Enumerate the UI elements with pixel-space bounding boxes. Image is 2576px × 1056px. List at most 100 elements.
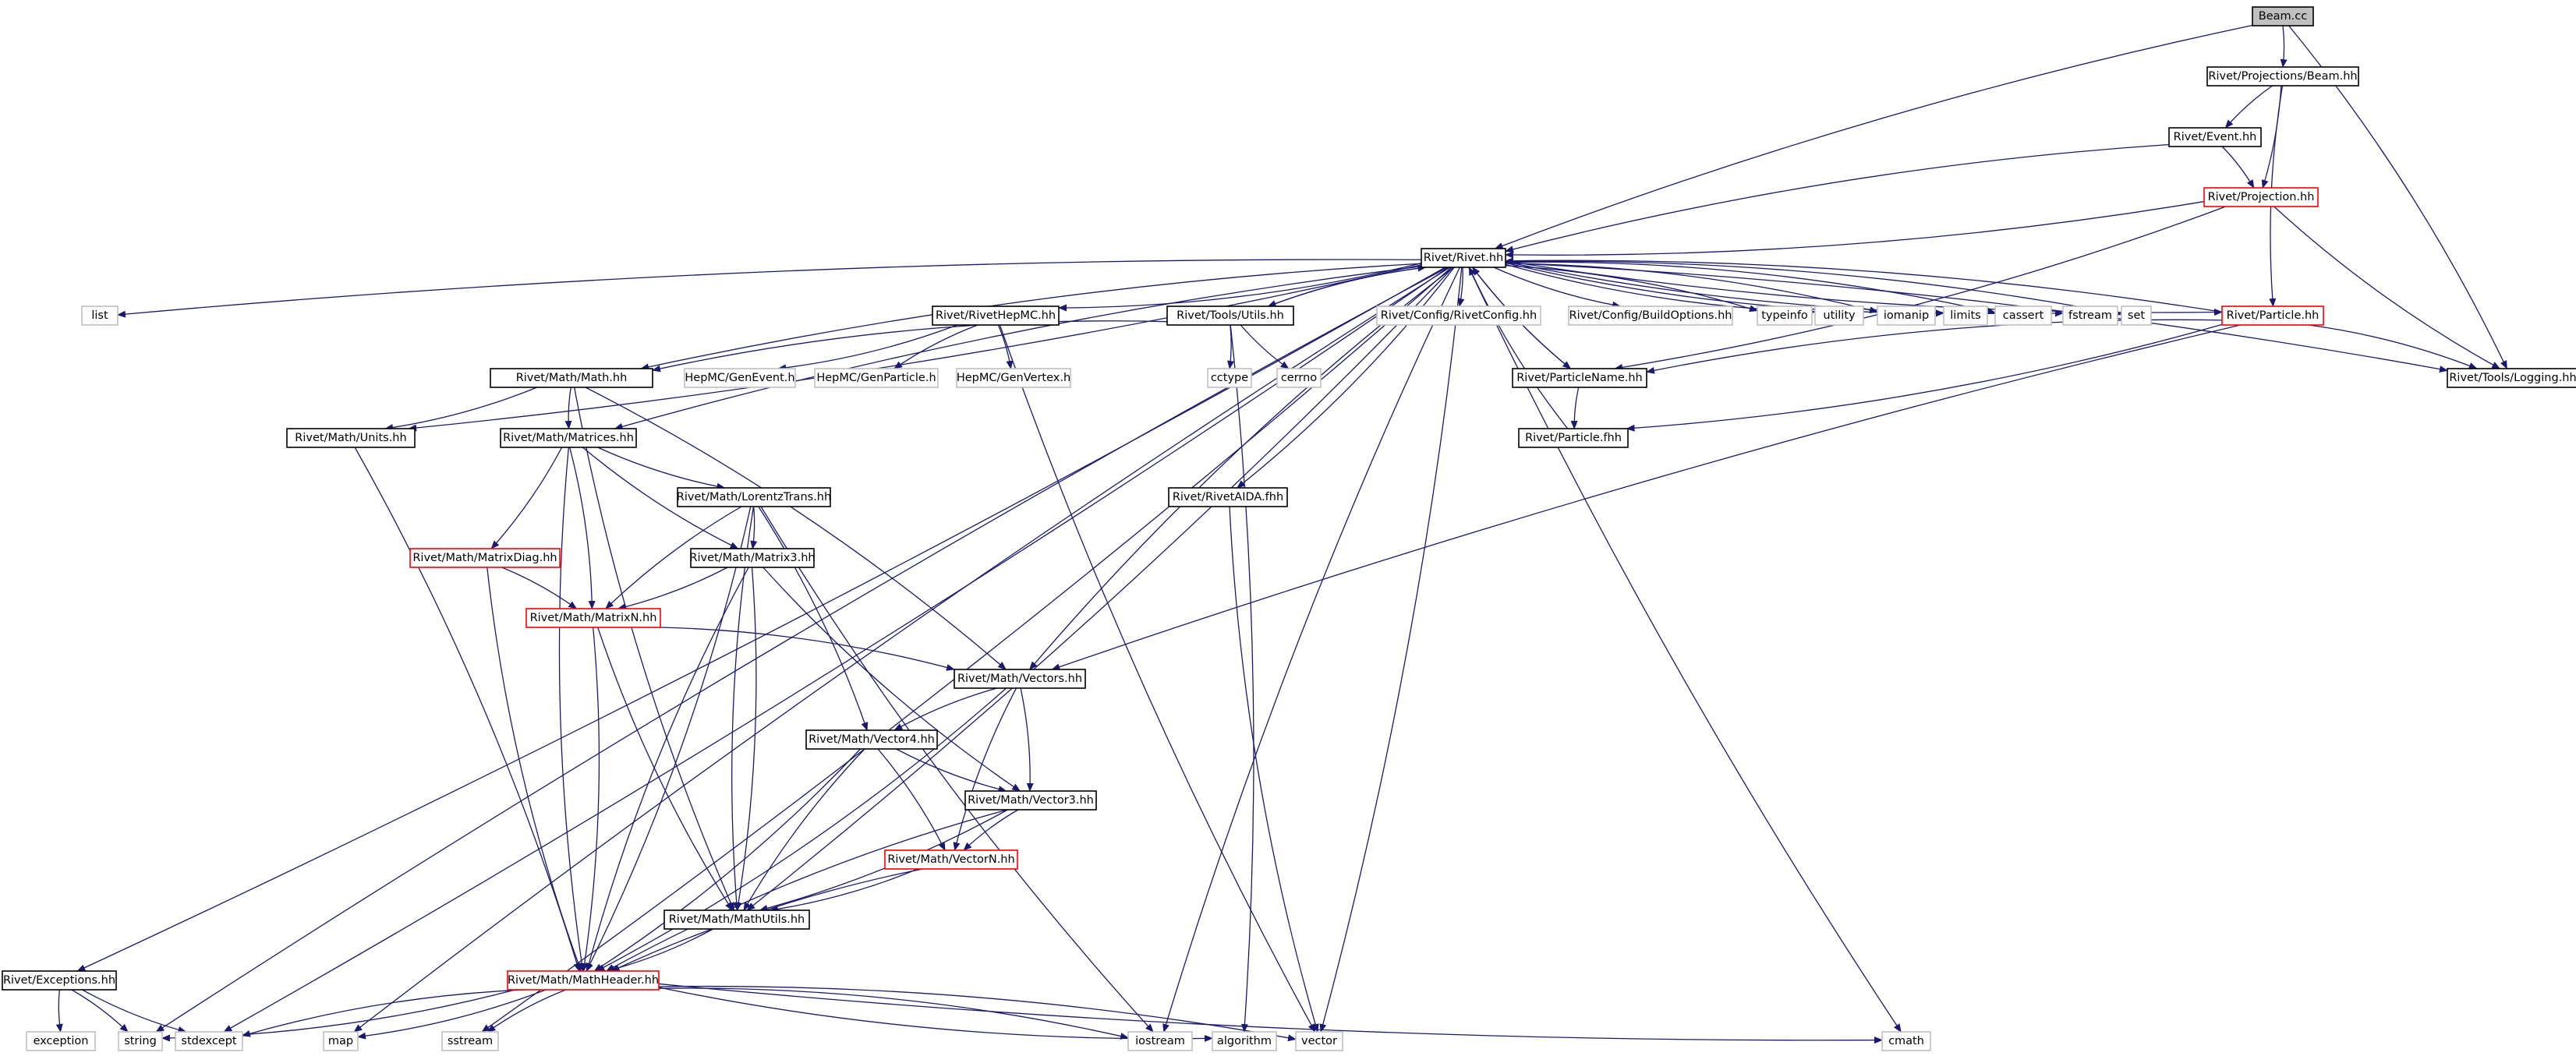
node-box	[26, 1031, 96, 1051]
node-aidafhh[interactable]: Rivet/RivetAIDA.fhh	[1168, 487, 1288, 507]
edge-particle-to-vectors	[1051, 324, 2241, 670]
node-rivethepmc[interactable]: Rivet/RivetHepMC.hh	[932, 305, 1060, 326]
node-projection[interactable]: Rivet/Projection.hh	[2203, 187, 2319, 207]
node-mathheader[interactable]: Rivet/Math/MathHeader.hh	[507, 970, 660, 991]
node-box	[2447, 368, 2576, 388]
node-box	[814, 368, 939, 388]
node-label: iostream	[1135, 1035, 1185, 1047]
edge-mathheader-to-stdexcept	[242, 989, 526, 1037]
node-rivet[interactable]: Rivet/Rivet.hh	[1421, 248, 1506, 268]
edge-rivet-to-list	[117, 259, 1422, 318]
edge-rivet-to-cassert	[1505, 261, 1996, 315]
edge-particlefhh-to-rivet	[1468, 267, 1569, 429]
edge-rivet-to-sstream	[481, 267, 1453, 1033]
edge-rivethepmc-to-genevent	[777, 324, 958, 372]
edge-matrix3-to-matrixn	[617, 567, 728, 610]
dependency-edges	[55, 24, 2507, 1044]
node-box	[2121, 305, 2152, 326]
node-box	[2062, 305, 2118, 326]
node-typeinfo: typeinfo	[1757, 305, 1813, 326]
node-box	[441, 1031, 499, 1051]
node-vector3[interactable]: Rivet/Math/Vector3.hh	[964, 790, 1097, 811]
node-box	[525, 608, 661, 628]
node-matrix3[interactable]: Rivet/Math/Matrix3.hh	[689, 548, 816, 568]
node-set: set	[2121, 305, 2152, 326]
edge-matrices-to-matrixn	[569, 447, 596, 609]
node-label: Rivet/Event.hh	[2174, 131, 2257, 143]
edge-particle-to-particlefhh	[1626, 323, 2223, 432]
node-vectorn[interactable]: Rivet/Math/VectorN.hh	[884, 849, 1018, 870]
edge-vector3-to-vectorn	[963, 809, 1019, 851]
edge-matrices-to-matrixdiag	[490, 447, 563, 549]
edge-vectors-to-vectorn	[953, 687, 1017, 851]
edge-mathheader-to-iostream	[658, 987, 1129, 1040]
node-utils[interactable]: Rivet/Tools/Utils.hh	[1166, 305, 1294, 326]
node-box	[81, 305, 119, 326]
node-label: Rivet/Particle.hh	[2227, 309, 2319, 322]
node-label: Rivet/Exceptions.hh	[3, 974, 115, 987]
node-proj_beam[interactable]: Rivet/Projections/Beam.hh	[2206, 66, 2359, 87]
node-event[interactable]: Rivet/Event.hh	[2168, 127, 2262, 147]
node-label: Rivet/Math/MathHeader.hh	[508, 974, 659, 987]
node-label: cmath	[1888, 1035, 1924, 1047]
node-limits: limits	[1943, 305, 1988, 326]
node-box	[1127, 1031, 1193, 1051]
node-particlename[interactable]: Rivet/ParticleName.hh	[1512, 368, 1647, 388]
node-genevent: HepMC/GenEvent.h	[684, 368, 796, 388]
node-cassert: cassert	[1994, 305, 2052, 326]
edge-utils-to-math	[652, 320, 1168, 373]
node-label: sstream	[448, 1035, 493, 1047]
node-label: limits	[1950, 309, 1980, 322]
edge-matrixdiag-to-matrixn	[501, 567, 578, 609]
node-label: fstream	[2068, 309, 2112, 322]
node-box	[1943, 305, 1988, 326]
node-vectors[interactable]: Rivet/Math/Vectors.hh	[954, 669, 1086, 689]
node-box	[1568, 305, 1733, 326]
node-particlefhh[interactable]: Rivet/Particle.fhh	[1518, 428, 1629, 448]
node-stdexcept: stdexcept	[175, 1031, 243, 1051]
edge-mathutils-to-mathheader	[606, 928, 714, 973]
node-label: Rivet/Projection.hh	[2208, 191, 2315, 203]
node-label: Rivet/Math/Vector3.hh	[968, 794, 1094, 807]
node-mathutils[interactable]: Rivet/Math/MathUtils.hh	[663, 909, 810, 930]
node-box	[1881, 1031, 1931, 1051]
node-label: Rivet/Math/MatrixDiag.hh	[412, 552, 557, 564]
edge-rivet-to-set	[1505, 260, 2122, 316]
edge-rivethepmc-to-genparticle	[893, 324, 978, 369]
edge-lorentz-to-matrixn	[605, 506, 742, 609]
node-lorentz[interactable]: Rivet/Math/LorentzTrans.hh	[677, 487, 831, 507]
node-matrixn[interactable]: Rivet/Math/MatrixN.hh	[525, 608, 661, 628]
node-box	[2, 970, 117, 991]
node-matrixdiag[interactable]: Rivet/Math/MatrixDiag.hh	[409, 548, 561, 568]
edge-mathheader-to-cmath	[658, 983, 1883, 1044]
edge-projection-to-rivet	[1505, 200, 2205, 259]
edge-rivethepmc-to-genvertex	[997, 324, 1014, 369]
node-label: list	[91, 309, 108, 322]
node-box	[805, 729, 938, 750]
edge-vector4-to-vector3	[896, 748, 1007, 793]
node-box	[286, 428, 416, 448]
edge-rivet-to-math	[640, 263, 1422, 371]
node-box	[1168, 487, 1288, 507]
node-label: Rivet/Math/MatrixN.hh	[530, 612, 657, 624]
edge-rivet-to-iostream	[1162, 267, 1460, 1033]
edge-matrixdiag-to-mathheader	[487, 567, 582, 972]
edge-vectors-to-mathheader	[596, 687, 1007, 972]
node-label: Beam.cc	[2259, 10, 2307, 23]
node-vector4[interactable]: Rivet/Math/Vector4.hh	[805, 729, 938, 750]
node-matrices[interactable]: Rivet/Math/Matrices.hh	[500, 428, 637, 448]
edge-mathheader-to-string	[161, 989, 515, 1042]
node-exceptions[interactable]: Rivet/Exceptions.hh	[2, 970, 117, 991]
edge-matrices-to-matrix3	[582, 447, 739, 549]
node-math[interactable]: Rivet/Math/Math.hh	[490, 368, 653, 388]
edge-matrixn-to-mathheader	[581, 627, 600, 972]
edge-mathheader-to-vector	[658, 985, 1297, 1042]
node-buildoptions: Rivet/Config/BuildOptions.hh	[1568, 305, 1733, 326]
node-units[interactable]: Rivet/Math/Units.hh	[286, 428, 416, 448]
edge-exceptions-to-stdexcept	[82, 989, 187, 1033]
node-label: Rivet/Math/Matrix3.hh	[689, 552, 815, 564]
node-particle[interactable]: Rivet/Particle.hh	[2221, 305, 2324, 326]
node-box	[175, 1031, 243, 1051]
node-logging[interactable]: Rivet/Tools/Logging.hh	[2447, 368, 2576, 388]
